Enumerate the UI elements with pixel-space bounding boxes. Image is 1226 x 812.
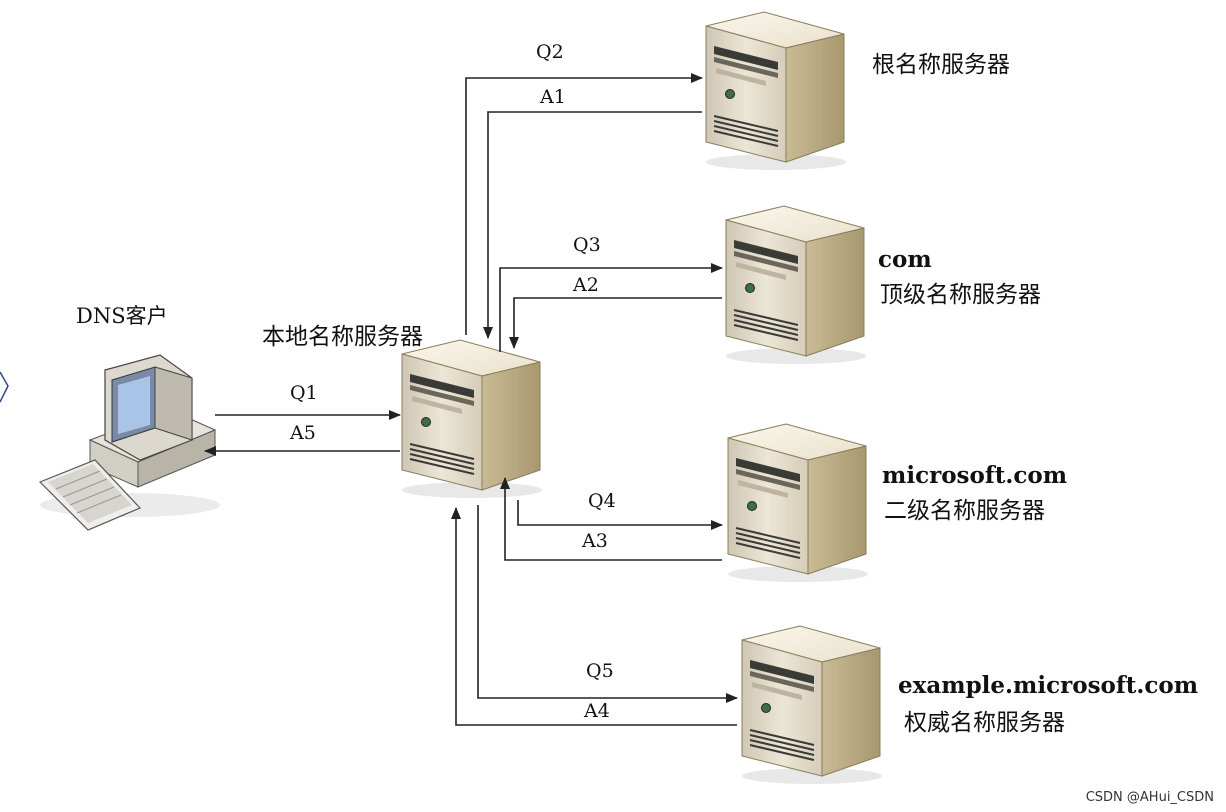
label-q3: Q3 bbox=[573, 234, 601, 256]
root-server-icon bbox=[705, 11, 847, 171]
second-server-label: 二级名称服务器 bbox=[884, 498, 1045, 524]
label-q4: Q4 bbox=[588, 490, 616, 512]
chevron-left-icon bbox=[0, 371, 9, 403]
auth-server-label: 权威名称服务器 bbox=[904, 710, 1065, 736]
second-level-server-icon bbox=[727, 423, 869, 583]
com-domain-label: com bbox=[878, 246, 932, 273]
local-server-icon bbox=[401, 339, 543, 499]
local-server-label: 本地名称服务器 bbox=[262, 324, 423, 350]
edge-q5 bbox=[477, 505, 738, 703]
label-a2: A2 bbox=[573, 274, 599, 296]
auth-domain-label: example.microsoft.com bbox=[898, 672, 1199, 699]
edge-a4 bbox=[451, 507, 737, 726]
label-q5: Q5 bbox=[586, 660, 614, 682]
com-server-icon bbox=[725, 205, 867, 365]
label-a3: A3 bbox=[582, 530, 608, 552]
label-q1: Q1 bbox=[290, 382, 318, 404]
edge-q4 bbox=[517, 500, 723, 530]
edge-q2 bbox=[465, 73, 703, 335]
client-label: DNS客户 bbox=[76, 304, 168, 328]
computer-icon bbox=[38, 354, 220, 531]
edge-a2 bbox=[509, 297, 722, 349]
root-server-label: 根名称服务器 bbox=[872, 52, 1010, 78]
second-domain-label: microsoft.com bbox=[882, 462, 1068, 489]
authoritative-server-icon bbox=[741, 625, 883, 785]
label-a4: A4 bbox=[584, 700, 610, 722]
edge-q3 bbox=[499, 263, 723, 352]
edge-a1 bbox=[483, 111, 702, 339]
label-a1: A1 bbox=[540, 86, 566, 108]
com-server-label: 顶级名称服务器 bbox=[880, 282, 1041, 308]
edge-a3 bbox=[500, 477, 722, 561]
label-q2: Q2 bbox=[536, 41, 564, 63]
watermark: CSDN @AHui_CSDN bbox=[1085, 790, 1214, 805]
label-a5: A5 bbox=[290, 422, 316, 444]
